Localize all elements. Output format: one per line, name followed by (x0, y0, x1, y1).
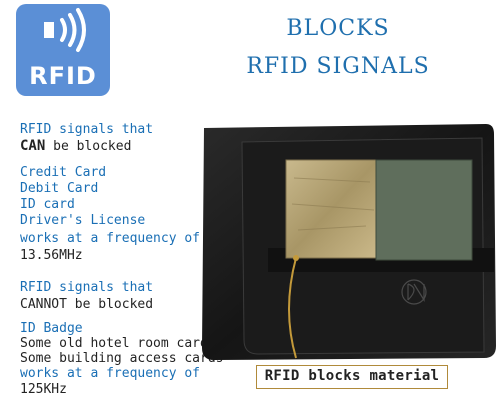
can-heading-line2: CAN be blocked (20, 138, 131, 155)
can-frequency-line1: works at a frequency of (20, 231, 201, 246)
can-item: ID card (20, 197, 75, 212)
can-frequency-line2: 13.56MHz (20, 248, 83, 263)
cannot-item: ID Badge (20, 321, 83, 336)
cannot-item: Some building access cards (20, 351, 224, 366)
cannot-heading-line1: RFID signals that (20, 280, 154, 295)
wallet-image (198, 120, 498, 366)
headline-blocks: BLOCKS (286, 16, 390, 41)
can-item: Driver's License (20, 213, 146, 228)
material-callout-box: RFID blocks material (256, 365, 448, 389)
material-callout-label: RFID blocks material (264, 368, 440, 384)
brand-monogram-icon (401, 279, 427, 305)
rfid-waves-icon (16, 4, 110, 64)
can-heading-rest: be blocked (45, 139, 132, 154)
headline-rfid-signals: RFID SIGNALS (246, 54, 430, 79)
cannot-item: Some old hotel room cards (20, 336, 216, 351)
can-emphasis: CAN (20, 138, 46, 154)
can-item: Debit Card (20, 181, 99, 196)
cannot-frequency-line1: works at a frequency of (20, 366, 201, 381)
cannot-frequency-line2: 125KHz (20, 382, 67, 397)
can-item: Credit Card (20, 165, 107, 180)
can-heading-line1: RFID signals that (20, 122, 154, 137)
cannot-heading-line2: CANNOT be blocked (20, 297, 154, 312)
rfid-logo-text: RFID (29, 62, 97, 90)
rfid-logo: RFID (16, 4, 110, 96)
